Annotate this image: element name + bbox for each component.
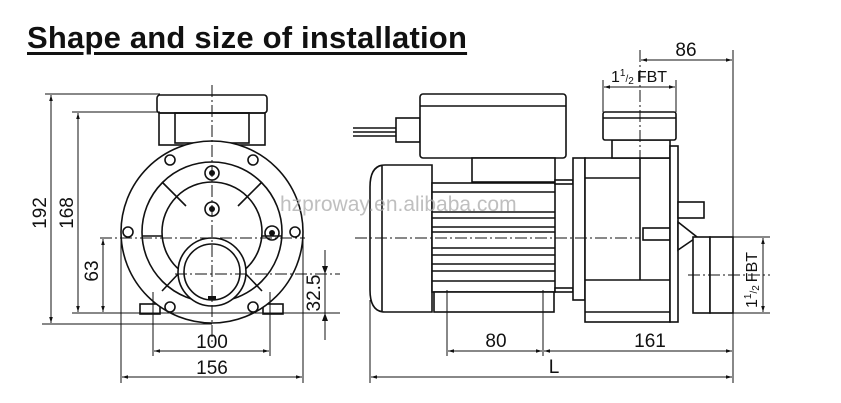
power-cable xyxy=(353,127,396,137)
terminal-box xyxy=(419,93,567,159)
dim-outlet-to-end: 86 xyxy=(675,40,696,61)
pump-flange xyxy=(572,157,586,301)
dim-side-foot-spacing: 80 xyxy=(485,331,506,352)
dim-outlet-offset: 32.5 xyxy=(304,275,325,312)
cable-gland xyxy=(395,117,421,143)
front-view: 192 168 63 32.5 100 156 xyxy=(30,85,340,383)
dim-width: 156 xyxy=(196,358,228,379)
side-view: hzproway.en.alibaba.com 86 80 161 L 11/2… xyxy=(280,40,770,383)
page-title: Shape and size of installation xyxy=(27,20,468,55)
right-foot xyxy=(262,303,284,315)
box-neck xyxy=(471,157,556,183)
dim-motor-height: 168 xyxy=(57,197,78,229)
drain-tab xyxy=(677,201,705,219)
inlet-neck xyxy=(611,139,671,159)
dim-length: L xyxy=(549,357,560,378)
dim-overall-height: 192 xyxy=(30,197,51,229)
dim-foot-spacing: 100 xyxy=(196,332,228,353)
motor-fins xyxy=(432,191,555,282)
watermark: hzproway.en.alibaba.com xyxy=(280,193,517,216)
left-foot xyxy=(139,303,161,315)
pump-end-plate xyxy=(669,145,679,323)
dim-foot-to-end: 161 xyxy=(634,331,666,352)
outlet-size-label: 11/2FBT xyxy=(743,252,762,308)
dim-shaft-height: 63 xyxy=(82,260,103,281)
motor-foot xyxy=(433,291,555,313)
